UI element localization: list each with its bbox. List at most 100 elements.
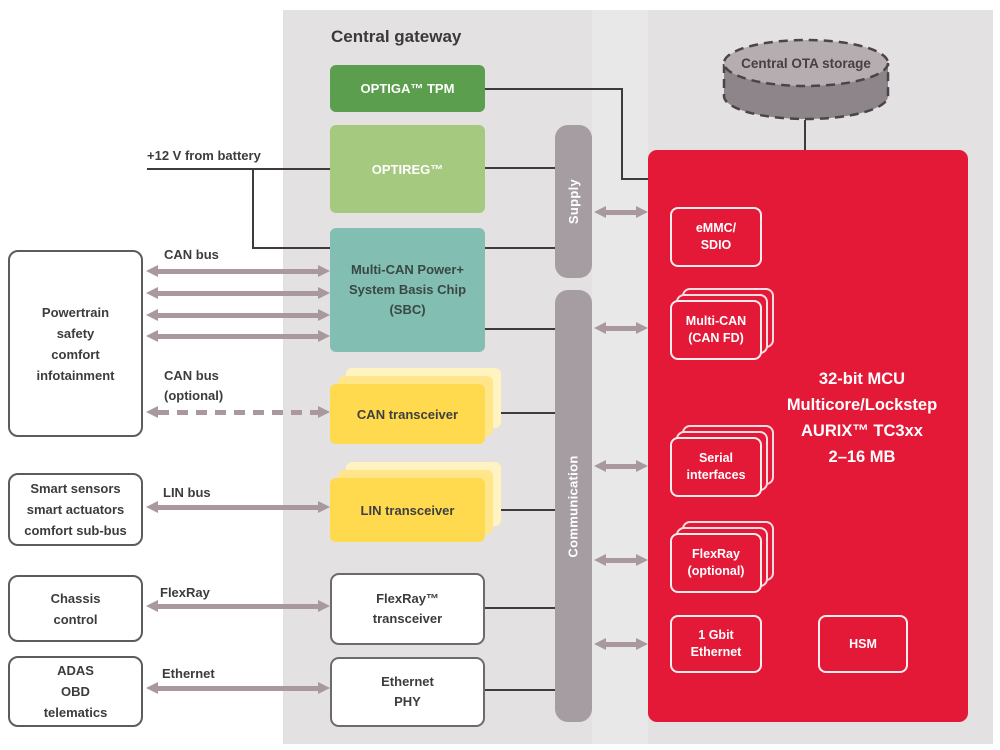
lin-transceiver-box: LIN transceiver: [330, 478, 485, 542]
mcu-title-line3: AURIX™ TC3xx: [801, 422, 923, 440]
sbc-line1: Multi-CAN Power+: [350, 262, 465, 277]
gbit-line1: 1 Gbit: [698, 628, 734, 642]
can-bus-arrow-2: [146, 287, 330, 299]
adas-line1: ADAS: [57, 663, 94, 678]
sbc-line2: System Basis Chip: [348, 282, 467, 297]
emmc-sdio-module: eMMC/ SDIO: [670, 207, 762, 267]
battery-line-v: [252, 168, 254, 249]
can-bus-arrow-1: [146, 265, 330, 277]
ethernet-phy-line1: Ethernet: [381, 674, 434, 689]
ota-storage-cylinder: Central OTA storage: [722, 38, 890, 121]
communication-bar-label: Communication: [566, 454, 581, 558]
emmc-line1: eMMC/: [695, 221, 737, 235]
optiga-line-v: [621, 88, 623, 180]
powertrain-node: Powertrain safety comfort infotainment: [8, 250, 143, 437]
sensors-node: Smart sensors smart actuators comfort su…: [8, 473, 143, 546]
can-bus-arrow-3: [146, 309, 330, 321]
serial-line1: Serial: [698, 451, 734, 465]
serial-interfaces-module: Serial interfaces: [670, 437, 762, 497]
flexray-bus-arrow: [146, 600, 330, 612]
comm-multican-arrow: [594, 322, 648, 334]
sbc-box: Multi-CAN Power+ System Basis Chip (SBC): [330, 228, 485, 352]
can-bus-arrow-4: [146, 330, 330, 342]
communication-bar: Communication: [555, 290, 592, 722]
powertrain-line4: infotainment: [36, 367, 115, 383]
serial-line2: interfaces: [686, 468, 746, 482]
chassis-node: Chassis control: [8, 575, 143, 642]
lin-bus-arrow: [146, 501, 330, 513]
optireg-supply-line: [485, 167, 555, 169]
flexray-opt-line2: (optional): [687, 564, 745, 578]
emmc-line2: SDIO: [700, 238, 732, 252]
optiga-line-h2: [621, 178, 650, 180]
optireg-box: OPTIREG™: [330, 125, 485, 213]
powertrain-line1: Powertrain: [41, 304, 110, 320]
lin-transceiver-label: LIN transceiver: [360, 502, 455, 518]
mcu-title: 32-bit MCU Multicore/Lockstep AURIX™ TC3…: [757, 366, 967, 470]
flexray-label: FlexRay: [160, 585, 210, 600]
flexray-transceiver-line2: transceiver: [372, 611, 443, 626]
sbc-supply-line: [485, 247, 555, 249]
mcu-box: 32-bit MCU Multicore/Lockstep AURIX™ TC3…: [648, 150, 968, 722]
chassis-line2: control: [53, 611, 98, 627]
mcu-title-line4: 2–16 MB: [828, 448, 896, 466]
ota-cylinder-top: [722, 38, 890, 88]
adas-line2: OBD: [61, 684, 90, 699]
sbc-comm-line: [485, 328, 555, 330]
optiga-line-h1: [483, 88, 623, 90]
powertrain-line2: safety: [56, 325, 95, 341]
supply-bar-label: Supply: [566, 178, 582, 225]
ota-storage-label: Central OTA storage: [741, 56, 871, 71]
comm-flexray-arrow: [594, 554, 648, 566]
comm-serial-arrow: [594, 460, 648, 472]
can-bus-label: CAN bus: [164, 247, 219, 262]
panel-light-strip: [592, 10, 648, 744]
hsm-module: HSM: [818, 615, 908, 673]
gbit-ethernet-module: 1 Gbit Ethernet: [670, 615, 762, 673]
diagram-title: Central gateway: [331, 27, 462, 46]
multican-line2: (CAN FD): [688, 331, 744, 345]
can-bus-optional-label-1: CAN bus: [164, 368, 219, 383]
can-comm-line: [485, 412, 555, 414]
sbc-line3: (SBC): [389, 302, 426, 317]
powertrain-line3: comfort: [51, 346, 100, 362]
sensors-line3: comfort sub-bus: [24, 523, 127, 538]
battery-line-h2: [252, 247, 332, 249]
adas-node: ADAS OBD telematics: [8, 656, 143, 727]
mcu-title-line1: 32-bit MCU: [818, 370, 906, 388]
adas-line3: telematics: [43, 705, 108, 720]
flexray-optional-module: FlexRay (optional): [670, 533, 762, 593]
ethernet-bus-arrow: [146, 682, 330, 694]
lin-comm-line: [485, 509, 555, 511]
ota-cylinder-body-outline: [722, 64, 890, 121]
flexray-transceiver-line1: FlexRay™: [376, 591, 439, 606]
gbit-line2: Ethernet: [690, 645, 742, 659]
multi-can-module: Multi-CAN (CAN FD): [670, 300, 762, 360]
can-transceiver-box: CAN transceiver: [330, 384, 485, 444]
ota-mcu-line: [804, 120, 806, 150]
battery-label: +12 V from battery: [147, 148, 261, 163]
ethernet-phy-line2: PHY: [394, 694, 421, 709]
comm-gbit-arrow: [594, 638, 648, 650]
flexray-opt-line1: FlexRay: [692, 547, 740, 561]
sensors-line2: smart actuators: [26, 502, 125, 517]
optiga-tpm-label: OPTIGA™ TPM: [360, 81, 455, 96]
ethernet-label: Ethernet: [162, 666, 215, 681]
sensors-line1: Smart sensors: [30, 481, 121, 496]
mcu-title-line2: Multicore/Lockstep: [786, 396, 938, 414]
supply-mcu-arrow: [594, 206, 648, 218]
ethernet-phy-box: Ethernet PHY: [330, 657, 485, 727]
supply-bar: Supply: [555, 125, 592, 278]
lin-bus-label: LIN bus: [163, 485, 211, 500]
multican-line1: Multi-CAN: [685, 314, 747, 328]
can-transceiver-label: CAN transceiver: [356, 406, 459, 422]
flexray-comm-line: [485, 607, 555, 609]
flexray-transceiver-box: FlexRay™ transceiver: [330, 573, 485, 645]
ethernet-comm-line: [485, 689, 555, 691]
optiga-tpm-box: OPTIGA™ TPM: [330, 65, 485, 112]
chassis-line1: Chassis: [50, 590, 101, 606]
can-bus-optional-label-2: (optional): [164, 388, 224, 403]
battery-line-h1: [147, 168, 332, 170]
optireg-label: OPTIREG™: [371, 161, 444, 177]
